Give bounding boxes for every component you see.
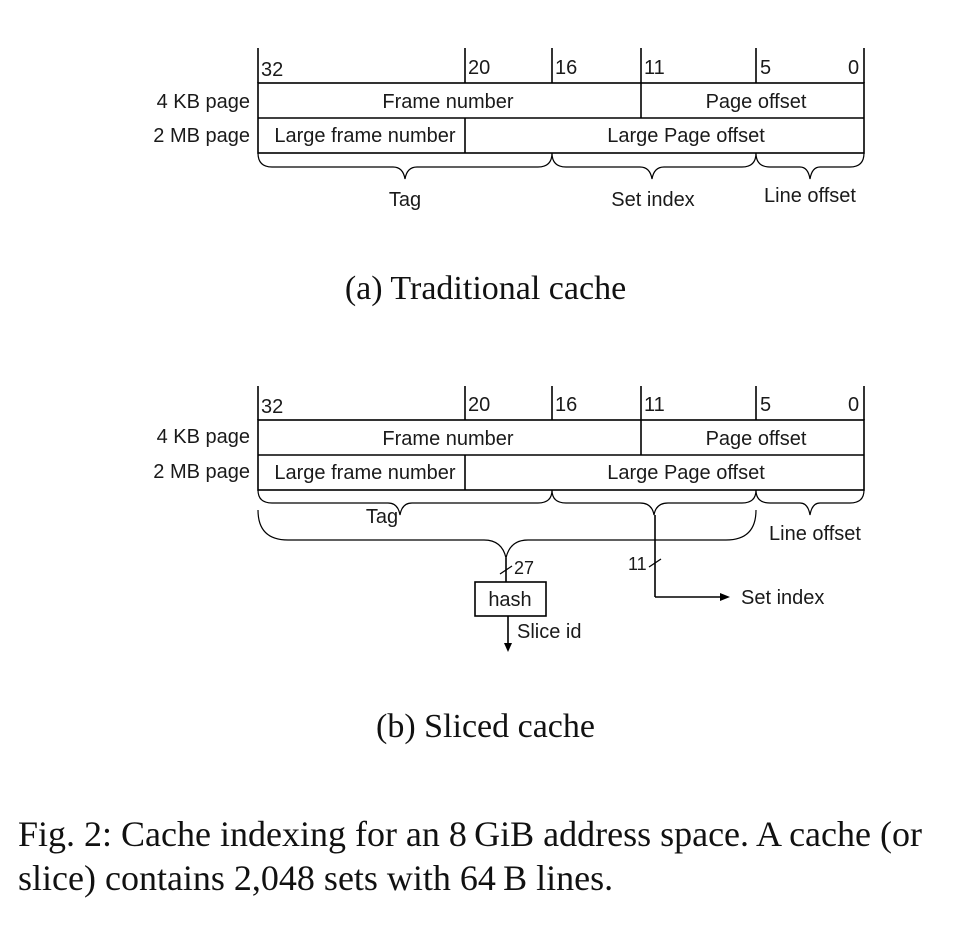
- bit-label: 16: [555, 394, 577, 416]
- tag-label: Tag: [389, 189, 421, 211]
- frame-number-field: Frame number: [382, 428, 513, 450]
- panel-b-drawing: 32 20 16 11 5 0 4 KB page 2 MB page Fram…: [153, 386, 865, 652]
- combined-brace: [257, 509, 757, 559]
- row-label-4kb: 4 KB page: [157, 426, 250, 448]
- figure-caption: Fig. 2: Cache indexing for an 8 GiB addr…: [18, 814, 922, 898]
- large-frame-number-field: Large frame number: [274, 125, 456, 147]
- bit-label: 5: [760, 394, 771, 416]
- hash-label: hash: [488, 589, 531, 611]
- set-index-brace: [551, 152, 757, 180]
- line-offset-brace: [755, 489, 865, 516]
- width-11-label: 11: [628, 554, 647, 574]
- frame-number-field: Frame number: [382, 91, 513, 113]
- bit-label: 20: [468, 394, 490, 416]
- row-label-2mb: 2 MB page: [153, 461, 250, 483]
- tag-brace: [257, 489, 553, 516]
- subfigure-caption-b: (b) Sliced cache: [376, 708, 595, 745]
- bit-label: 11: [644, 57, 665, 79]
- set-index-label: Set index: [611, 189, 694, 211]
- width-slash: [648, 558, 662, 568]
- tag-label: Tag: [366, 506, 398, 528]
- large-frame-number-field: Large frame number: [274, 462, 456, 484]
- subfigure-caption-a: (a) Traditional cache: [344, 270, 627, 307]
- page-offset-field: Page offset: [706, 428, 807, 450]
- bit-label: 5: [760, 57, 771, 79]
- row-label-2mb: 2 MB page: [153, 125, 250, 147]
- large-page-offset-field: Large Page offset: [607, 462, 765, 484]
- bit-label: 32: [261, 59, 283, 81]
- slice-id-arrowhead: [504, 643, 512, 652]
- tag-brace: [257, 152, 553, 180]
- line-offset-label: Line offset: [764, 185, 856, 207]
- set-index-arrowhead: [720, 593, 730, 601]
- row-label-4kb: 4 KB page: [157, 91, 250, 113]
- bit-label: 11: [644, 394, 665, 416]
- hash-box: [474, 581, 547, 617]
- bit-label: 16: [555, 57, 577, 79]
- width-27-label: 27: [514, 558, 534, 578]
- line-offset-brace: [755, 152, 865, 180]
- bit-label: 0: [848, 394, 859, 416]
- bit-label: 20: [468, 57, 490, 79]
- panel-a-drawing: 32 20 16 11 5 0 4 KB page 2 MB page Fram…: [153, 48, 865, 211]
- set-index-label: Set index: [741, 587, 824, 609]
- line-offset-label: Line offset: [769, 523, 861, 545]
- set-index-brace: [551, 489, 757, 516]
- width-slash: [499, 565, 513, 575]
- bit-label: 0: [848, 57, 859, 79]
- large-page-offset-field: Large Page offset: [607, 125, 765, 147]
- slice-id-label: Slice id: [517, 621, 581, 643]
- bit-label: 32: [261, 396, 283, 418]
- page-offset-field: Page offset: [706, 91, 807, 113]
